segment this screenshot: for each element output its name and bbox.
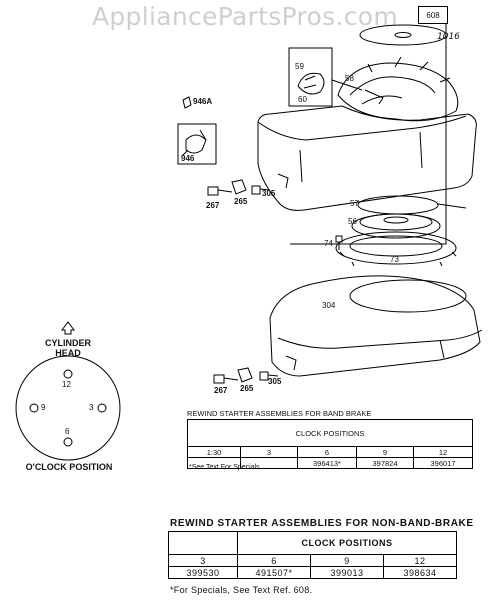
pulley [351,213,441,239]
clip-946a [182,96,192,109]
callout-57: 57 [350,199,359,208]
watermark: AppliancePartsPros.com [91,2,399,31]
bb-part-2: 396413* [297,457,357,469]
callout-73: 73 [390,255,399,264]
bb-pos-1: 3 [240,446,298,458]
band-brake-table: CLOCK POSITIONS 1:30 3 6 9 12 396413* 39… [187,419,473,469]
non-band-brake-table-title: REWIND STARTER ASSEMBLIES FOR NON-BAND-B… [170,518,474,529]
nbb-pos-3: 12 [383,554,457,567]
callout-304: 304 [322,301,336,310]
dial-3: 3 [89,403,94,412]
screw-74 [335,235,343,250]
bb-part-4: 396017 [413,457,473,469]
lower-blower-housing [269,275,483,377]
nbb-pos-0: 3 [168,554,238,567]
non-band-brake-table: CLOCK POSITIONS 3 6 9 12 399530 491507* … [168,531,457,579]
band-brake-table-title: REWIND STARTER ASSEMBLIES FOR BAND BRAKE [187,409,372,418]
nbb-part-0: 399530 [168,566,238,579]
callout-267-upper: 267 [206,201,220,210]
band-brake-header: CLOCK POSITIONS [187,419,473,447]
callout-74: 74 [324,239,333,248]
nbb-part-2: 399013 [310,566,384,579]
bb-part-3: 397824 [356,457,414,469]
oclock-position-caption: O'CLOCK POSITION [25,462,113,472]
band-brake-note: *See Text For Specials [189,464,260,471]
reference-bracket [290,22,447,245]
callout-265-lower: 265 [240,384,254,393]
callout-58: 58 [345,74,354,83]
starter-gear-plate [335,231,457,267]
callout-305-upper: 305 [262,189,276,198]
up-arrow-icon [61,321,75,335]
callout-60: 60 [298,95,307,104]
bb-pos-4: 12 [413,446,473,458]
bb-pos-3: 9 [356,446,414,458]
callout-946: 946 [181,154,195,163]
callout-59: 59 [295,62,304,71]
reference-608-box: 608 [418,6,448,24]
dial-6: 6 [65,427,70,436]
upper-blower-housing [257,105,477,211]
nbb-pos-1: 6 [237,554,311,567]
washer-disc [359,24,447,46]
dial-9: 9 [41,403,46,412]
screw-set-upper [207,179,271,196]
callout-56: 56 [348,217,357,226]
callout-305-lower: 305 [268,377,282,386]
screw-set-lower [213,367,279,384]
nbb-part-1: 491507* [237,566,311,579]
nbb-part-3: 398634 [383,566,457,579]
dial-12: 12 [62,380,71,389]
nbb-corner [168,531,238,555]
non-band-brake-header: CLOCK POSITIONS [237,531,457,555]
detail-box-60 [288,47,333,107]
handwritten-note: 1016 [437,32,460,42]
callout-267-lower: 267 [214,386,228,395]
callout-265-upper: 265 [234,197,248,206]
clock-dial [15,355,121,461]
non-band-brake-note: *For Specials, See Text Ref. 608. [170,585,313,595]
spring-ring [357,195,467,215]
detail-box-946 [177,123,217,165]
bb-pos-2: 6 [297,446,357,458]
cylinder-head-label: CYLINDER HEAD [44,338,91,359]
callout-946a: 946A [193,97,213,106]
nbb-pos-2: 9 [310,554,384,567]
bb-pos-0: 1:30 [187,446,241,458]
